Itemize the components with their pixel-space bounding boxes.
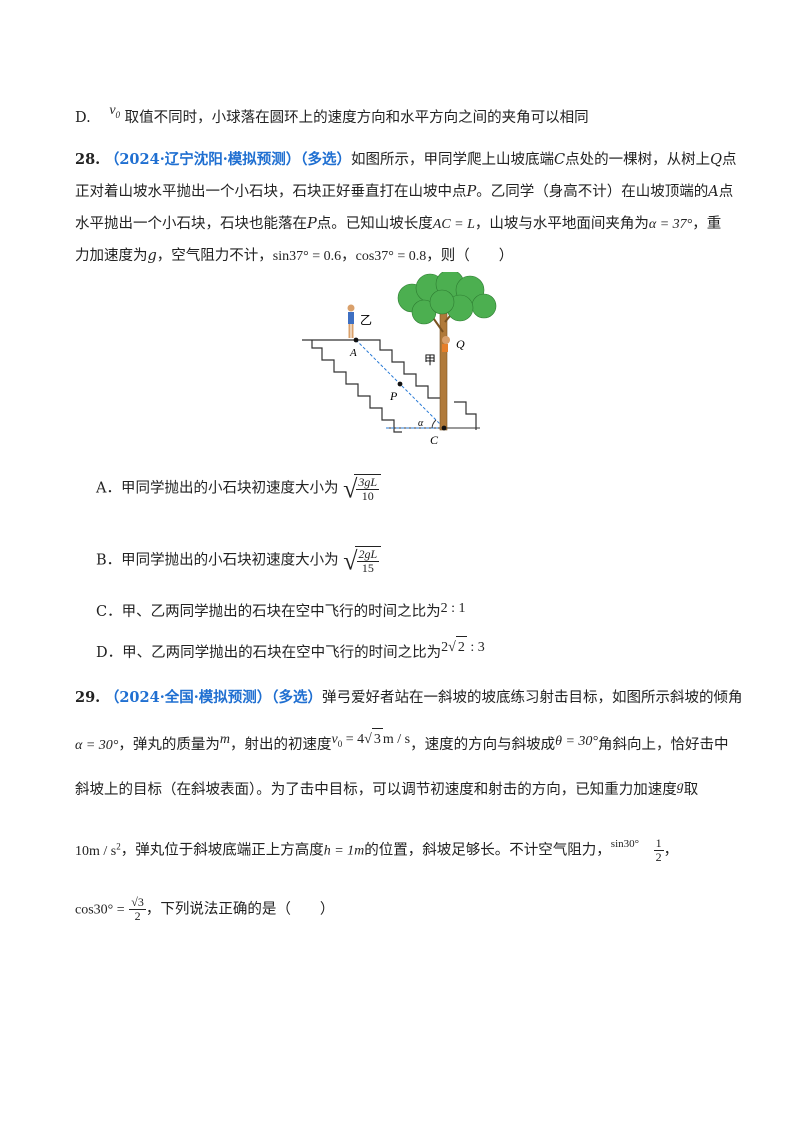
q29-line-3: 斜坡上的目标（在斜坡表面）。为了击中目标，可以调节初速度和射击的方向，已知重力加… [75, 779, 699, 798]
option-text: 取值不同时，小球落在圆环上的速度方向和水平方向之间的夹角可以相同 [124, 110, 589, 126]
left-stairs [311, 340, 402, 433]
q28-option-c[interactable]: C．甲、乙两同学抛出的石块在空中飞行的时间之比为2 : 1 [96, 601, 466, 620]
q28-line-3: 水平抛出一个小石块，石块也能落在P点。已知山坡长度AC = L，山坡与水平地面间… [75, 216, 722, 232]
right-stairs-lower [454, 401, 477, 430]
option-label: D. [75, 110, 91, 126]
q28-option-d[interactable]: D．甲、乙两同学抛出的石块在空中飞行的时间之比为2√2 : 3 [96, 636, 485, 664]
q28-line-1: 28. （2024·辽宁沈阳·模拟预测）（多选）如图所示，甲同学爬上山坡底端C点… [75, 151, 737, 168]
q28-line-4: 力加速度为g，空气阻力不计，sin37° = 0.6，cos37° = 0.8，… [75, 248, 514, 264]
question-source: （2024·全国·模拟预测） [104, 689, 272, 706]
tree-foliage [397, 272, 497, 325]
label-a: A [349, 347, 357, 359]
question-type: （多选） [300, 151, 352, 168]
q27-option-d[interactable]: D. v0 取值不同时，小球落在圆环上的速度方向和水平方向之间的夹角可以相同 [75, 103, 589, 133]
question-source: （2024·辽宁沈阳·模拟预测） [104, 151, 301, 168]
question-type: （多选） [271, 689, 323, 706]
label-c: C [430, 433, 439, 447]
question-number: 29. [75, 689, 101, 706]
right-stairs [372, 339, 440, 399]
label-alpha: α [418, 418, 424, 429]
var-v: v [109, 103, 116, 118]
person-jia [442, 336, 450, 352]
label-yi: 乙 [360, 313, 372, 327]
slope-tree-figure: 乙 A 甲 Q P α C [302, 272, 497, 447]
var-sub: 0 [115, 109, 121, 120]
angle-arc [431, 419, 437, 429]
label-q: Q [456, 337, 465, 351]
person-yi [347, 304, 355, 338]
label-jia: 甲 [424, 353, 436, 367]
q28-line-2: 正对着山坡水平抛出一个小石块，石块正好垂直打在山坡中点P。乙同学（身高不计）在山… [75, 184, 734, 200]
q29-line-1: 29. （2024·全国·模拟预测）（多选）弹弓爱好者站在一斜坡的坡底练习射击目… [75, 689, 743, 706]
question-number: 28. [75, 151, 101, 168]
point-p [397, 381, 403, 387]
q29-line-4: 10m / s2，弹丸位于斜坡底端正上方高度h = 1m的位置，斜坡足够长。不计… [75, 836, 679, 865]
point-c [441, 425, 447, 431]
label-p: P [389, 389, 398, 403]
point-a [353, 337, 359, 343]
